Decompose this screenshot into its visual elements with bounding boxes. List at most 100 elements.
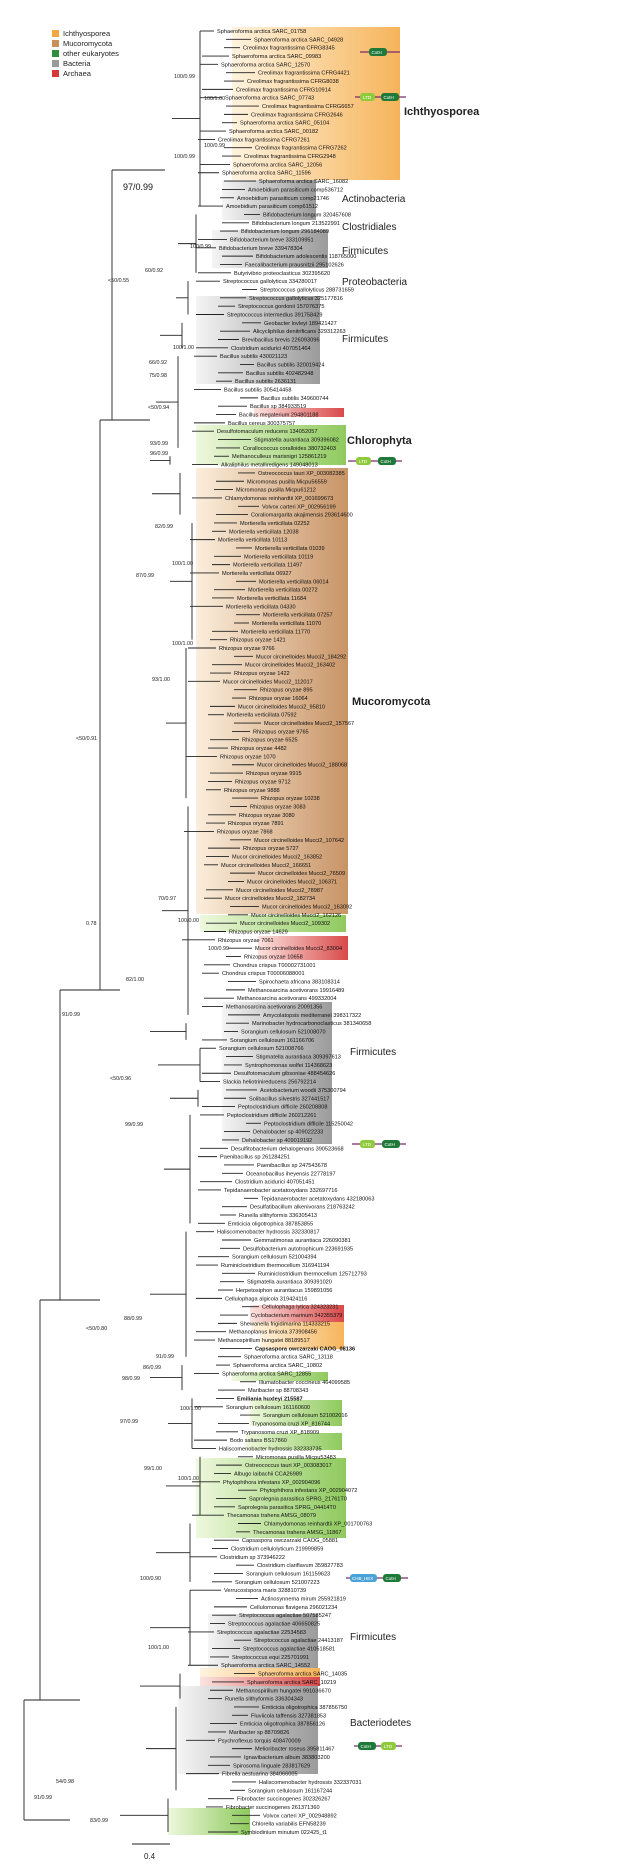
leaf-label: Sorangium cellulosum 161166706 bbox=[230, 1038, 314, 1044]
leaf-label: Trypanosoma cruzi XP_818909 bbox=[241, 1430, 319, 1436]
leaf-label: Chlorella variabilis EFN58239 bbox=[252, 1822, 326, 1828]
leaf-label: Amoebidium parasiticum comp61512 bbox=[226, 204, 318, 210]
leaf-label: Acetobacterium woodii 375300794 bbox=[260, 1088, 346, 1094]
leaf-label: Rhizopus oryzae 14629 bbox=[229, 930, 288, 936]
leaf-label: Rhizopus oryzae 9766 bbox=[219, 646, 275, 652]
leaf-label: Micromonas pusilla Micpu53483 bbox=[256, 1455, 336, 1461]
leaf-label: Symbiodinium minutum 022425_t1 bbox=[241, 1830, 327, 1836]
leaf-label: Mucor circinelloides Mucci2_163092 bbox=[262, 904, 352, 910]
leaf-label: Mortierella verticillata 10113 bbox=[218, 538, 287, 544]
leaf-label: Illumatobacter coccineus 464099585 bbox=[259, 1380, 350, 1386]
leaf-label: Fluviicola taffensis 327381853 bbox=[251, 1713, 326, 1719]
support-value: 93/1.00 bbox=[152, 677, 170, 683]
leaf-label: Sorangium cellulosum 161167244 bbox=[248, 1788, 332, 1794]
leaf-label: Creolimax fragrantissima CFRG8345 bbox=[243, 46, 335, 52]
leaf-label: Verrucosispora maris 328810739 bbox=[224, 1588, 306, 1594]
group-labels: Ichthyosporea Actinobacteria Clostridial… bbox=[342, 106, 480, 1729]
support-value: 66/0.92 bbox=[149, 360, 167, 366]
leaf-label: Sorangium cellulosum 521004394 bbox=[232, 1255, 317, 1261]
leaf-label: Tepidanaerobacter acetatoxydans 33269771… bbox=[224, 1188, 338, 1194]
leaf-label: Ruminiclostridium thermocellum 316941194 bbox=[221, 1263, 329, 1269]
leaf-label: Rhizopus oryzae 9712 bbox=[235, 779, 291, 785]
support-value: <50/0.80 bbox=[86, 1326, 107, 1332]
group-label-clostridiales: Clostridiales bbox=[342, 222, 396, 233]
leaf-label: Streptococcus gallolyticus 325177816 bbox=[249, 296, 343, 302]
domain-icon-1: CotH bbox=[360, 48, 400, 56]
support-value: 82/1.00 bbox=[126, 977, 144, 983]
leaf-label: Mucor circinelloides Mucci2_184292 bbox=[256, 654, 346, 660]
leaf-label: Rhizopus oryzae 9888 bbox=[224, 788, 280, 794]
support-value: 98/0.99 bbox=[122, 1376, 140, 1382]
leaf-label: Clostridium acidurici 407051464 bbox=[231, 346, 311, 352]
leaf-label: Sphaeroforma arctica SARC_09983 bbox=[232, 54, 321, 60]
leaf-label: Faecalibacterium prausnitzii 295102626 bbox=[245, 262, 344, 268]
leaf-label: Rhizopus oryzae 7891 bbox=[228, 821, 284, 827]
leaf-label: Rhizopus oryzae 16064 bbox=[249, 696, 308, 702]
leaf-label: Butyrivibrio proteoclasticus 302395620 bbox=[234, 271, 330, 277]
leaf-label: Marinobacter hydrocarbonoclasticus 38134… bbox=[252, 1021, 371, 1027]
leaf-label: Amycolatopsis mediterranei 398317322 bbox=[263, 1013, 361, 1019]
clade-box-actinobacteria bbox=[222, 180, 316, 220]
domain-icon-5: CHB_HEX CotH bbox=[346, 1574, 408, 1582]
leaf-label: Mucor circinelloides Mucci2_106371 bbox=[247, 879, 337, 885]
leaf-label: Sphaeroforma arctica SARC_10802 bbox=[233, 1363, 322, 1369]
leaf-label: Solibacillus silvestris 327441517 bbox=[249, 1096, 330, 1102]
clade-box-stramenopiles bbox=[196, 1458, 346, 1538]
support-value: 100/0.99 bbox=[208, 946, 229, 952]
leaf-label: Desulfotomaculum gibsoniae 488454626 bbox=[234, 1071, 335, 1077]
leaf-label: Clostridium sp 373946222 bbox=[220, 1555, 285, 1561]
leaf-label: Creolimax fragrantissima CFRG7261 bbox=[218, 137, 310, 143]
leaf-label: Rhizopus oryzae 6525 bbox=[242, 738, 298, 744]
leaf-label: Rhizopus oryzae 5727 bbox=[243, 846, 299, 852]
leaf-label: Tepidanaerobacter acetatoxydans 43218006… bbox=[261, 1196, 375, 1202]
leaf-label: Maribacter sp 88709826 bbox=[229, 1730, 289, 1736]
leaf-label: Rhizopus oryzae 1070 bbox=[220, 754, 276, 760]
leaf-label: Creolimax fragrantissima CFRG2948 bbox=[244, 154, 336, 160]
clade-box-methanosarcina bbox=[258, 936, 348, 960]
leaf-label: Sorangium cellulosum 521008070 bbox=[241, 1030, 326, 1036]
leaf-label: Capsaspora owczarzaki CAOG_05881 bbox=[242, 1538, 338, 1544]
leaf-label: Runella slithyformis 336305413 bbox=[239, 1213, 317, 1219]
leaf-label: Creolimax fragrantissima CFRG6657 bbox=[262, 104, 354, 110]
domain-icon-3: LTD CotH bbox=[348, 457, 402, 465]
leaf-label: Mucor circinelloides Mucci2_95810 bbox=[238, 704, 325, 710]
clade-box-firmicutes2 bbox=[196, 296, 320, 384]
leaf-label: Peptoclostridium difficile 260212261 bbox=[227, 1113, 316, 1119]
legend-label-bacteria: Bacteria bbox=[63, 59, 91, 68]
leaf-label: Mortierella verticillata 11770 bbox=[241, 629, 310, 635]
leaf-label: Bifidobacterium longum 296184089 bbox=[241, 229, 329, 235]
support-value: 100/0.99 bbox=[204, 143, 225, 149]
group-label-actinobacteria: Actinobacteria bbox=[342, 194, 406, 205]
domain-label: LTD bbox=[363, 95, 372, 100]
leaf-label: Fibrobacter succinogenes 261371360 bbox=[226, 1805, 320, 1811]
support-value: 91/0.99 bbox=[34, 1795, 52, 1801]
leaf-label: Bodo saltans BS17860 bbox=[230, 1438, 287, 1444]
clade-box-firmicutes4 bbox=[208, 1614, 318, 1668]
leaf-label: Rhizopus oryzae 7868 bbox=[217, 829, 273, 835]
leaf-label: Herpetosiphon aurantiacus 159891056 bbox=[236, 1288, 332, 1294]
leaf-label: Mortierella verticillata 10119 bbox=[244, 554, 313, 560]
leaf-label: Saprolegnia parasitica SPRG_21761T0 bbox=[249, 1496, 347, 1502]
clade-box-methanoplanus bbox=[250, 1305, 344, 1322]
leaf-label: Streptococcus agalactiae 406650825 bbox=[228, 1622, 320, 1628]
tree-branches bbox=[23, 30, 261, 1833]
leaf-label: Mortierella verticillata 11684 bbox=[237, 596, 306, 602]
leaf-label: Rhizopus oryzae 895 bbox=[260, 688, 313, 694]
leaf-label: Mortierella verticillata 12038 bbox=[229, 529, 299, 535]
leaf-label: Mortierella verticillata 02252 bbox=[240, 521, 310, 527]
leaf-label: Oceanobacillus iheyensis 22778197 bbox=[246, 1171, 336, 1177]
support-value: <50/0.94 bbox=[148, 405, 169, 411]
leaf-label: Bifidobacterium longum 213522991 bbox=[252, 221, 340, 227]
leaf-label: Sphaeroforma arctica SARC_01758 bbox=[217, 29, 306, 35]
support-value: 99/1.00 bbox=[144, 1466, 162, 1472]
leaf-label: Streptococcus gallolyticus 288731659 bbox=[260, 287, 354, 293]
leaf-label: Phytophthora infestans XP_002904096 bbox=[223, 1480, 320, 1486]
leaf-label: Streptococcus agalactiae 22534583 bbox=[217, 1630, 306, 1636]
leaf-label: Bacillus subtilis 430021123 bbox=[220, 354, 287, 360]
leaf-label: Saprolegnia parasitica SPRG_04414T0 bbox=[238, 1505, 336, 1511]
leaf-label: Mortierella verticillata 06014 bbox=[259, 579, 329, 585]
leaf-label: Rhizopus oryzae 9765 bbox=[253, 729, 309, 735]
leaf-label: Paenibacillus sp 261284251 bbox=[220, 1155, 290, 1161]
leaf-label: Mucor circinelloides Mucci2_78987 bbox=[236, 888, 323, 894]
